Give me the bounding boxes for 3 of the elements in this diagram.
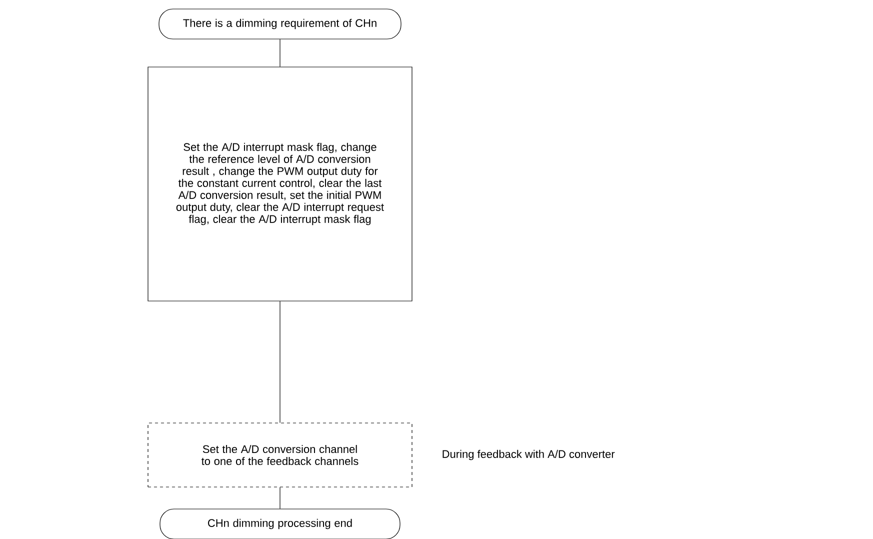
process-box: Set the A/D conversion channel to one of the feedback channels <box>148 422 412 488</box>
side-note: During feedback with A/D converter <box>442 450 615 460</box>
process-box: Set the A/D interrupt mask flag, change the reference level of A/D conversion result , change the PWM output duty for the constant current control, clear the last A/D conversion result, set the initial PWM output duty, clear the A/D interrupt request flag, clear the A/D interrupt mask flag <box>148 66 412 302</box>
